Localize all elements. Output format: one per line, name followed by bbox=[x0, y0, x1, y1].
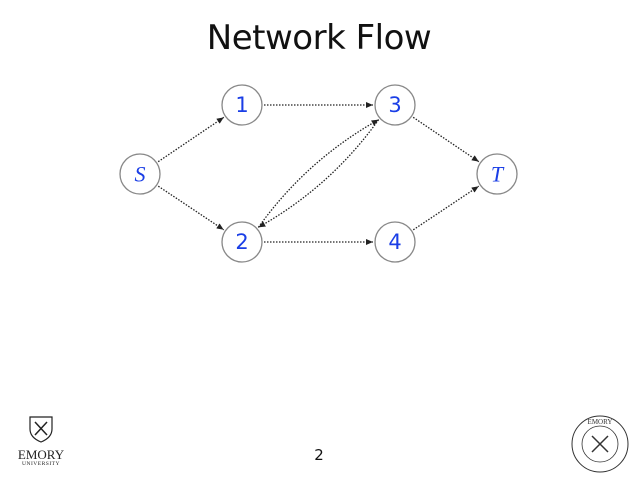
node-circle bbox=[374, 221, 416, 263]
node-circle bbox=[476, 153, 518, 195]
seal-text: EMORY bbox=[588, 418, 613, 426]
edge-S-to-2 bbox=[157, 185, 225, 231]
node-2: 2 bbox=[221, 221, 263, 263]
node-circle bbox=[221, 84, 263, 126]
edge-2-to-3 bbox=[257, 119, 379, 228]
shield-icon bbox=[29, 416, 53, 443]
slide-title: Network Flow bbox=[206, 18, 432, 58]
node-label: S bbox=[135, 162, 146, 187]
node-circle bbox=[374, 84, 416, 126]
node-3: 3 bbox=[374, 84, 416, 126]
node-circle bbox=[221, 221, 263, 263]
node-1: 1 bbox=[221, 84, 263, 126]
edge-3-to-2 bbox=[258, 119, 380, 228]
node-4: 4 bbox=[374, 221, 416, 263]
logo-wordmark: EMORY bbox=[17, 447, 65, 462]
edge-S-to-1 bbox=[157, 116, 225, 163]
edge-4-to-T bbox=[412, 185, 480, 231]
node-T: T bbox=[476, 153, 518, 195]
page-number: 2 bbox=[314, 446, 324, 464]
node-label: 2 bbox=[235, 230, 248, 254]
node-circle bbox=[119, 153, 161, 195]
flow-network-diagram: S 1 2 3 4 T bbox=[119, 84, 518, 263]
edge-3-to-T bbox=[412, 116, 480, 163]
node-label: 1 bbox=[235, 93, 248, 117]
node-label: 4 bbox=[388, 230, 401, 254]
node-label: 3 bbox=[388, 93, 401, 117]
node-S: S bbox=[119, 153, 161, 195]
logo-subtext: UNIVERSITY bbox=[22, 461, 60, 467]
node-label: T bbox=[491, 162, 505, 187]
emory-logo: EMORY UNIVERSITY bbox=[12, 414, 70, 467]
university-seal-icon: EMORY bbox=[571, 415, 629, 473]
